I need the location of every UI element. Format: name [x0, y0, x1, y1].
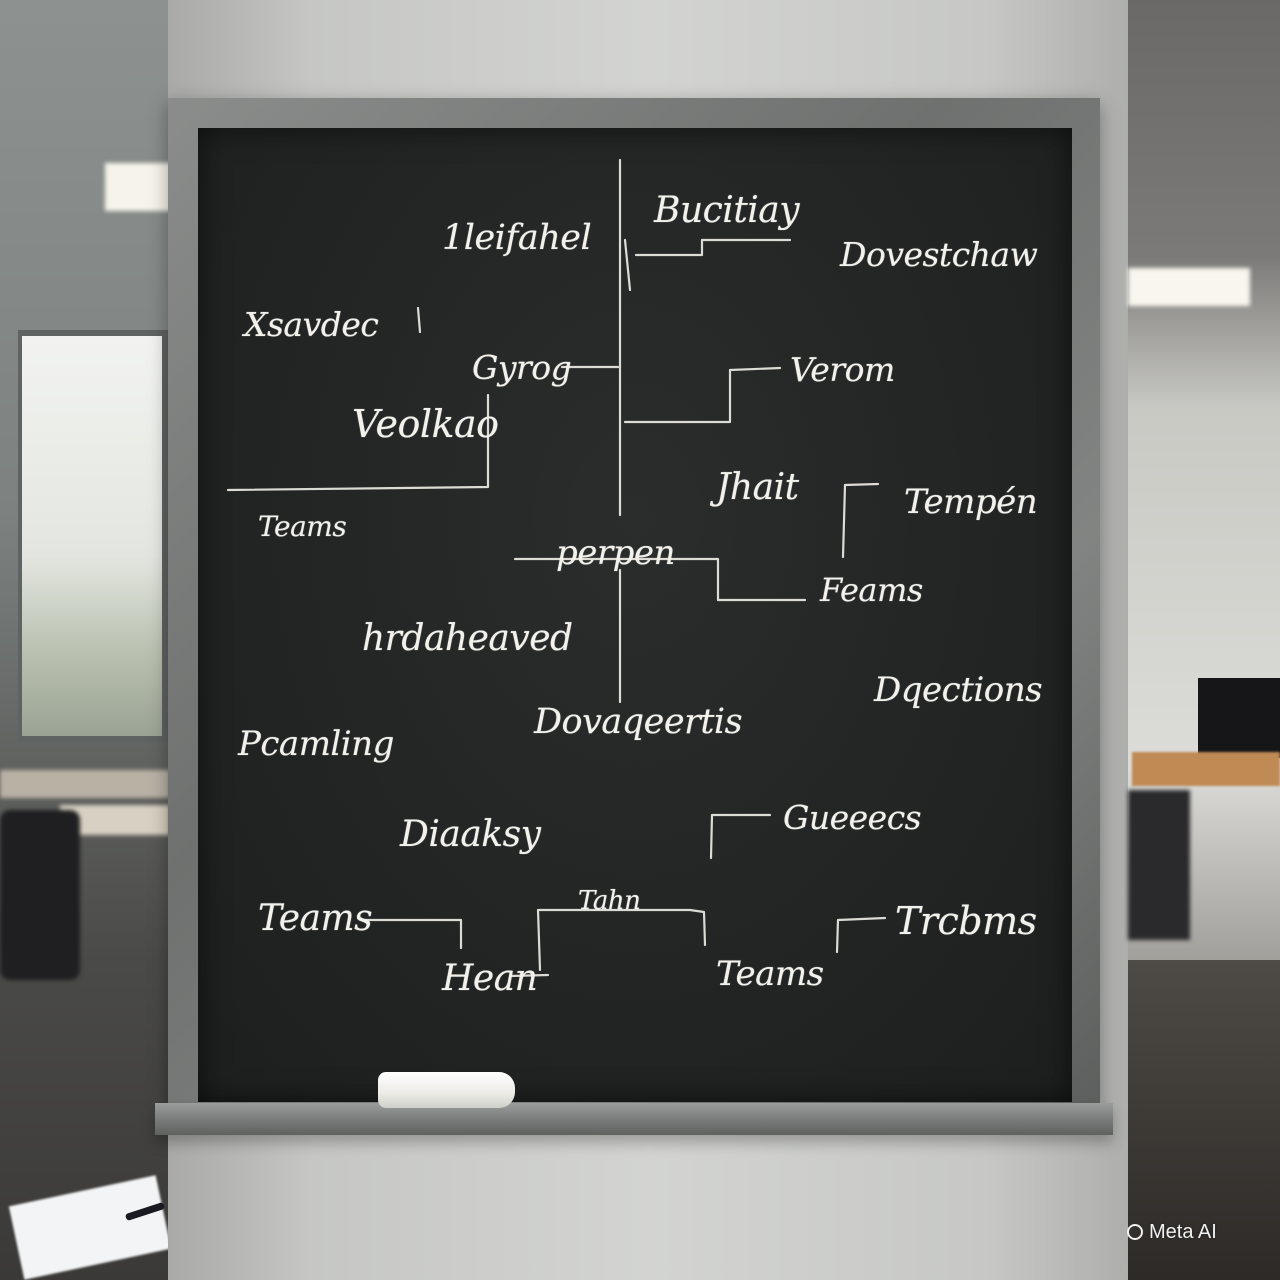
chalk-word: Dqections	[874, 670, 1043, 710]
watermark: Meta AI	[1127, 1217, 1217, 1247]
watermark-text: Meta AI	[1149, 1220, 1217, 1243]
chalk-word: Bucitiay	[654, 190, 800, 231]
chalk-word: 1leifahel	[442, 218, 592, 258]
chalk-word: Diaaksy	[400, 814, 541, 855]
chalk-word: Trcbms	[895, 899, 1037, 943]
chalk-line	[536, 908, 707, 972]
chalk-line	[709, 813, 772, 860]
chalk-line	[226, 393, 490, 492]
office-chair	[0, 810, 80, 980]
chalk-word: Teams	[258, 898, 373, 939]
chalk-word: Gyrog	[472, 348, 572, 387]
chalkboard-tray	[155, 1103, 1113, 1135]
chalk-line	[623, 238, 632, 292]
chalk-word: Veolkao	[352, 402, 499, 446]
chalk-word: Gueeecs	[783, 798, 922, 837]
chalk-word: Feams	[820, 571, 923, 609]
chalk-line	[623, 366, 782, 424]
chalk-word: Dovaqeertis	[534, 702, 743, 742]
chalk-word: Tahn	[578, 886, 641, 916]
floor	[1128, 960, 1280, 1280]
chalk-line	[363, 918, 463, 950]
ceiling-light	[1128, 268, 1250, 306]
chalk-word: perpen	[556, 533, 675, 573]
chalk-line	[508, 973, 550, 978]
chalk-word: Dovestchaw	[840, 235, 1038, 274]
chalkboard-surface	[198, 128, 1072, 1102]
office-window	[18, 330, 168, 742]
chalk-word: Teams	[258, 510, 347, 543]
chalk-word: Jhait	[716, 467, 799, 508]
office-chair	[1128, 790, 1190, 940]
chalk-word: Pcamling	[238, 724, 394, 764]
chalk-word: Verom	[790, 350, 895, 389]
chalk-word: Hean	[442, 958, 538, 999]
chalk-line	[416, 306, 422, 334]
chalk-word: hrdaheaved	[362, 618, 573, 659]
chalk-line	[634, 238, 792, 257]
chalk-line	[841, 482, 880, 559]
chalk-word: Tempén	[904, 482, 1038, 522]
meta-ai-logo-icon	[1127, 1224, 1143, 1240]
ceiling-light	[105, 163, 175, 211]
chalk-line	[513, 557, 807, 602]
computer-monitor	[1198, 678, 1280, 758]
chalk-word: Xsavdec	[244, 305, 379, 344]
chalk-line	[835, 916, 887, 954]
chalk-word: Teams	[716, 954, 824, 994]
desk	[1132, 752, 1280, 786]
chalk-stick	[378, 1072, 515, 1108]
desk	[0, 770, 170, 798]
